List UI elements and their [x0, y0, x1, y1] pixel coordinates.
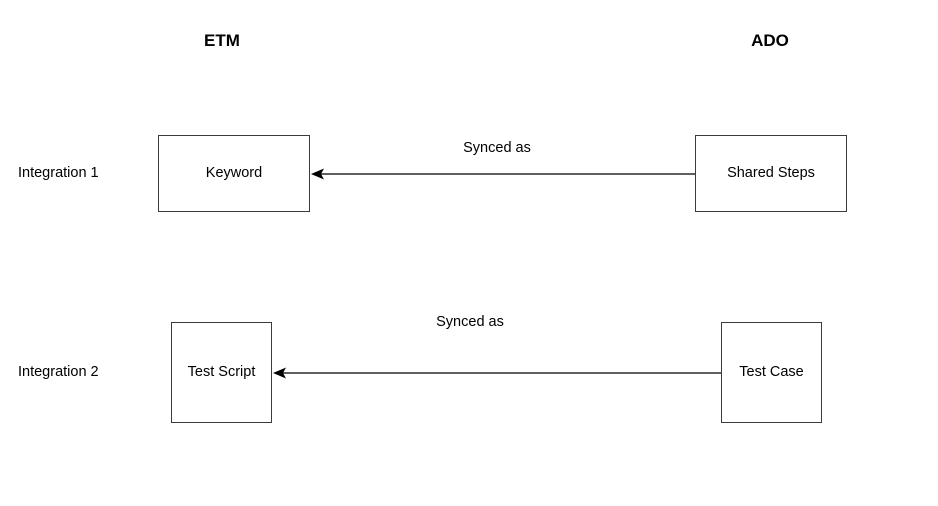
- column-header-etm: ETM: [204, 31, 240, 50]
- node-shared-steps-label: Shared Steps: [727, 164, 815, 181]
- edge-shared-steps-to-keyword: [311, 168, 695, 180]
- row-label-integration-1: Integration 1: [18, 165, 99, 181]
- arrowhead-left-icon: [311, 168, 324, 180]
- node-keyword-label: Keyword: [205, 164, 263, 181]
- arrowhead-left-icon: [273, 367, 286, 379]
- node-shared-steps[interactable]: Shared Steps: [695, 135, 847, 212]
- node-test-case-label: Test Case: [739, 363, 804, 380]
- edge-test-case-to-test-script: [273, 367, 721, 379]
- edge-label-integration-1: Synced as: [463, 140, 531, 156]
- column-header-ado: ADO: [751, 31, 789, 50]
- node-test-script-label: Test Script: [187, 363, 256, 380]
- row-label-integration-2: Integration 2: [18, 364, 99, 380]
- node-test-case[interactable]: Test Case: [721, 322, 822, 423]
- node-keyword[interactable]: Keyword: [158, 135, 310, 212]
- node-test-script[interactable]: Test Script: [171, 322, 272, 423]
- edge-label-integration-2: Synced as: [436, 314, 504, 330]
